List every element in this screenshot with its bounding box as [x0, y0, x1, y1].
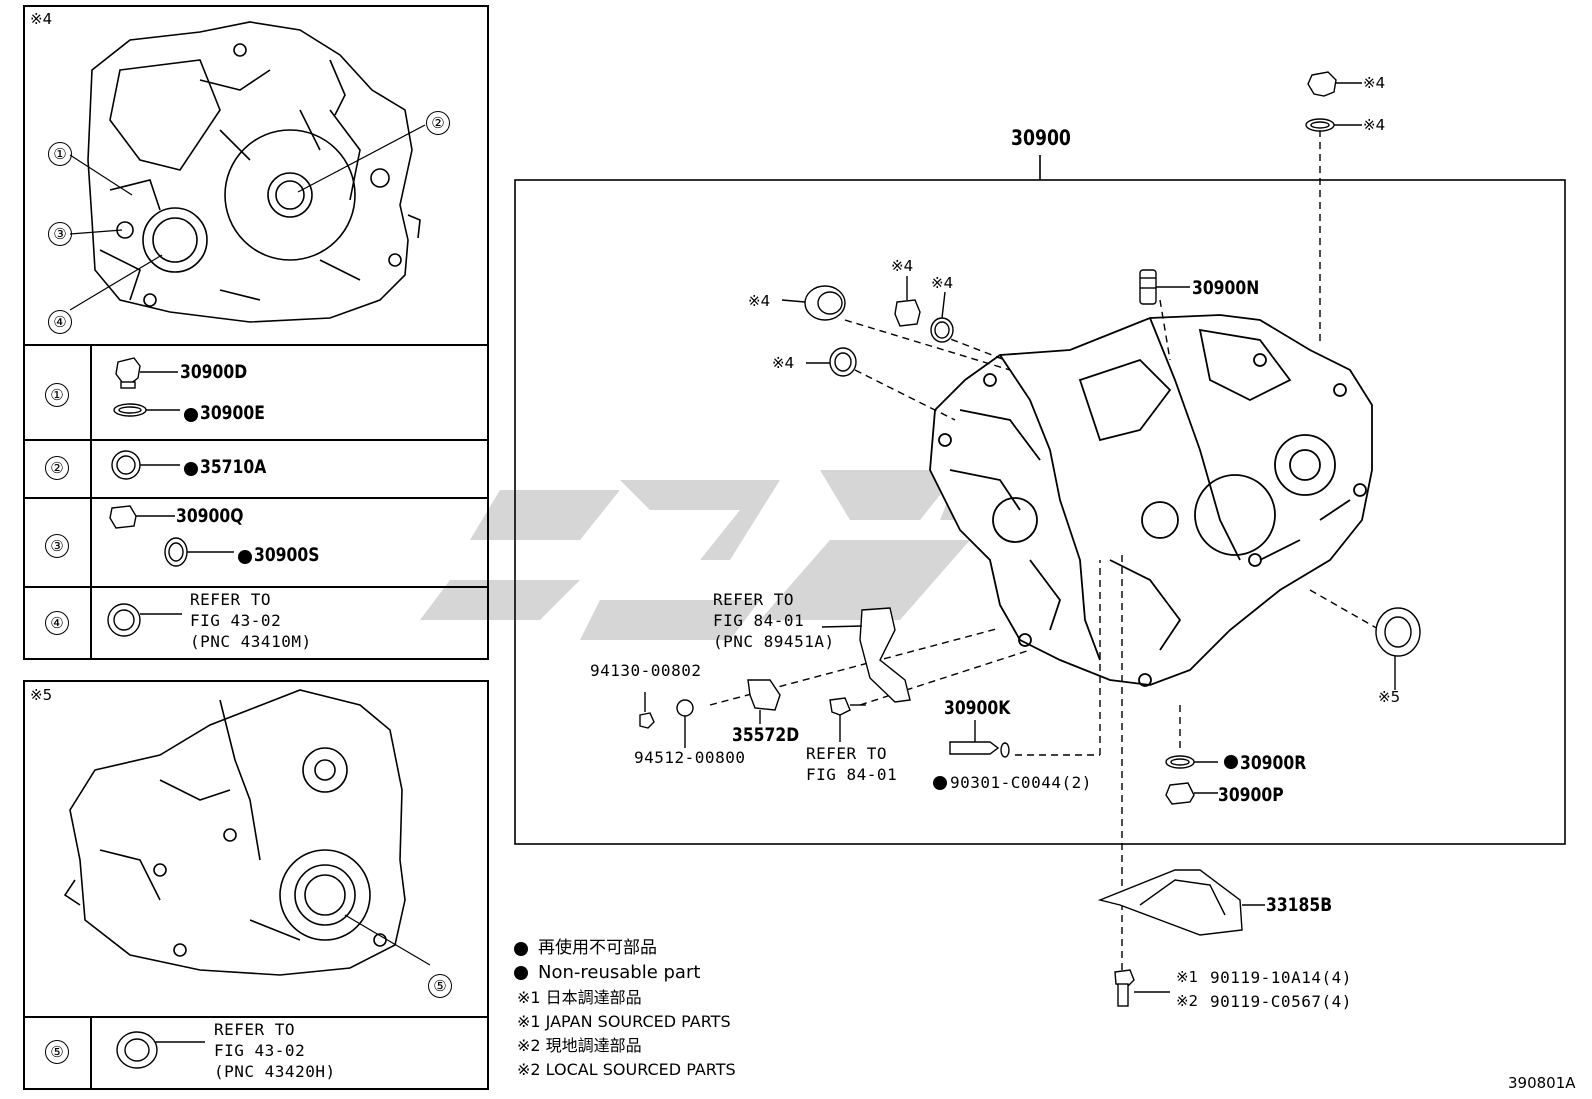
part-30900K[interactable]: 30900K — [944, 697, 1011, 719]
table-row-divider — [23, 586, 489, 588]
table-divider-v — [90, 344, 92, 660]
note-5-seal: ※5 — [1378, 688, 1401, 706]
transmission-case-right-view — [63, 689, 406, 976]
part-94130-00802[interactable]: 94130-00802 — [590, 661, 702, 680]
part-30900D[interactable]: 30900D — [180, 361, 248, 383]
refer-43410M-line2[interactable]: FIG 43-02 — [190, 611, 282, 630]
bolt-note-1: ※1 — [1176, 968, 1199, 986]
legend-bullet-2 — [514, 966, 528, 980]
legend-bullet-1 — [514, 942, 528, 956]
part-30900P[interactable]: 30900P — [1218, 784, 1284, 806]
refer-43410M-line3: (PNC 43410M) — [190, 632, 312, 651]
part-35710A[interactable]: 35710A — [200, 456, 267, 478]
note-4-gasket: ※4 — [1363, 116, 1386, 134]
refer-89451A-line2[interactable]: FIG 84-01 — [713, 611, 805, 630]
refer-89451A-line3: (PNC 89451A) — [713, 632, 835, 651]
legend-japan-sourced-en: ※1 JAPAN SOURCED PARTS — [517, 1012, 731, 1031]
leader-lines-left-top — [69, 124, 426, 311]
row-3-number: ③ — [45, 534, 69, 558]
table-row-divider — [23, 439, 489, 441]
part-30900N[interactable]: 30900N — [1192, 277, 1260, 299]
dashed-leaders — [709, 130, 1381, 970]
callout-1: ① — [48, 142, 72, 166]
refer-84-01-line2[interactable]: FIG 84-01 — [806, 765, 898, 784]
row-4-number: ④ — [45, 611, 69, 635]
table-row-divider — [23, 1016, 489, 1018]
part-90119-10A14[interactable]: 90119-10A14(4) — [1210, 968, 1352, 987]
panel-note4-view — [23, 5, 489, 346]
refer-84-01-line1: REFER TO — [806, 744, 888, 763]
refer-43420H-line2[interactable]: FIG 43-02 — [214, 1041, 306, 1060]
table-divider-v — [90, 1016, 92, 1090]
legend-local-sourced-jp: ※2 現地調達部品 — [517, 1036, 642, 1055]
part-30900R[interactable]: 30900R — [1240, 752, 1307, 774]
part-33185B[interactable]: 33185B — [1266, 894, 1333, 916]
part-94512-00800[interactable]: 94512-00800 — [634, 748, 746, 767]
part-30900Q[interactable]: 30900Q — [176, 505, 244, 527]
legend-japan-sourced-jp: ※1 日本調達部品 — [517, 988, 642, 1007]
panel-note5 — [23, 680, 489, 1090]
transmission-case-left-view — [87, 21, 421, 323]
part-30900-main[interactable]: 30900 — [1011, 126, 1071, 150]
callout-3: ③ — [48, 222, 72, 246]
part-90119-C0567[interactable]: 90119-C0567(4) — [1210, 992, 1352, 1011]
table-row-divider — [23, 497, 489, 499]
legend-nonreusable-en: Non-reusable part — [538, 962, 701, 983]
figure-id: 390801A — [1508, 1074, 1576, 1092]
leader-5 — [344, 914, 431, 966]
row-1-number: ① — [45, 383, 69, 407]
main-assembly-frame — [514, 155, 1566, 845]
note-4-seal-small: ※4 — [772, 354, 795, 372]
part-30900E[interactable]: 30900E — [200, 402, 265, 424]
part-90301-C0044[interactable]: 90301-C0044(2) — [950, 773, 1092, 792]
legend-nonreusable-jp: 再使用不可部品 — [538, 938, 657, 958]
panel-note4-table — [23, 344, 489, 660]
part-30900S[interactable]: 30900S — [254, 544, 320, 566]
main-part-icons — [639, 71, 1421, 1007]
note-4-label: ※4 — [30, 10, 53, 28]
row-2-number: ② — [45, 456, 69, 480]
callout-2: ② — [426, 111, 450, 135]
part-35572D[interactable]: 35572D — [732, 724, 800, 746]
note-4-plug-small: ※4 — [891, 257, 914, 275]
refer-43420H-line3: (PNC 43420H) — [214, 1062, 336, 1081]
row-5-number: ⑤ — [45, 1040, 69, 1064]
non-reusable-markers — [184, 408, 1238, 790]
callout-4: ④ — [48, 310, 72, 334]
refer-43420H-line1: REFER TO — [214, 1020, 296, 1039]
note-5-label: ※5 — [30, 686, 53, 704]
refer-89451A-line1: REFER TO — [713, 590, 795, 609]
bolt-note-2: ※2 — [1176, 992, 1199, 1010]
note-4-gasket-small: ※4 — [931, 274, 954, 292]
callout-5: ⑤ — [428, 974, 452, 998]
note-4-seal: ※4 — [748, 292, 771, 310]
legend-local-sourced-en: ※2 LOCAL SOURCED PARTS — [517, 1060, 736, 1079]
transmission-assembly — [929, 314, 1373, 687]
refer-43410M-line1: REFER TO — [190, 590, 272, 609]
note-4-plug: ※4 — [1363, 74, 1386, 92]
table-part-icons — [107, 357, 234, 1069]
